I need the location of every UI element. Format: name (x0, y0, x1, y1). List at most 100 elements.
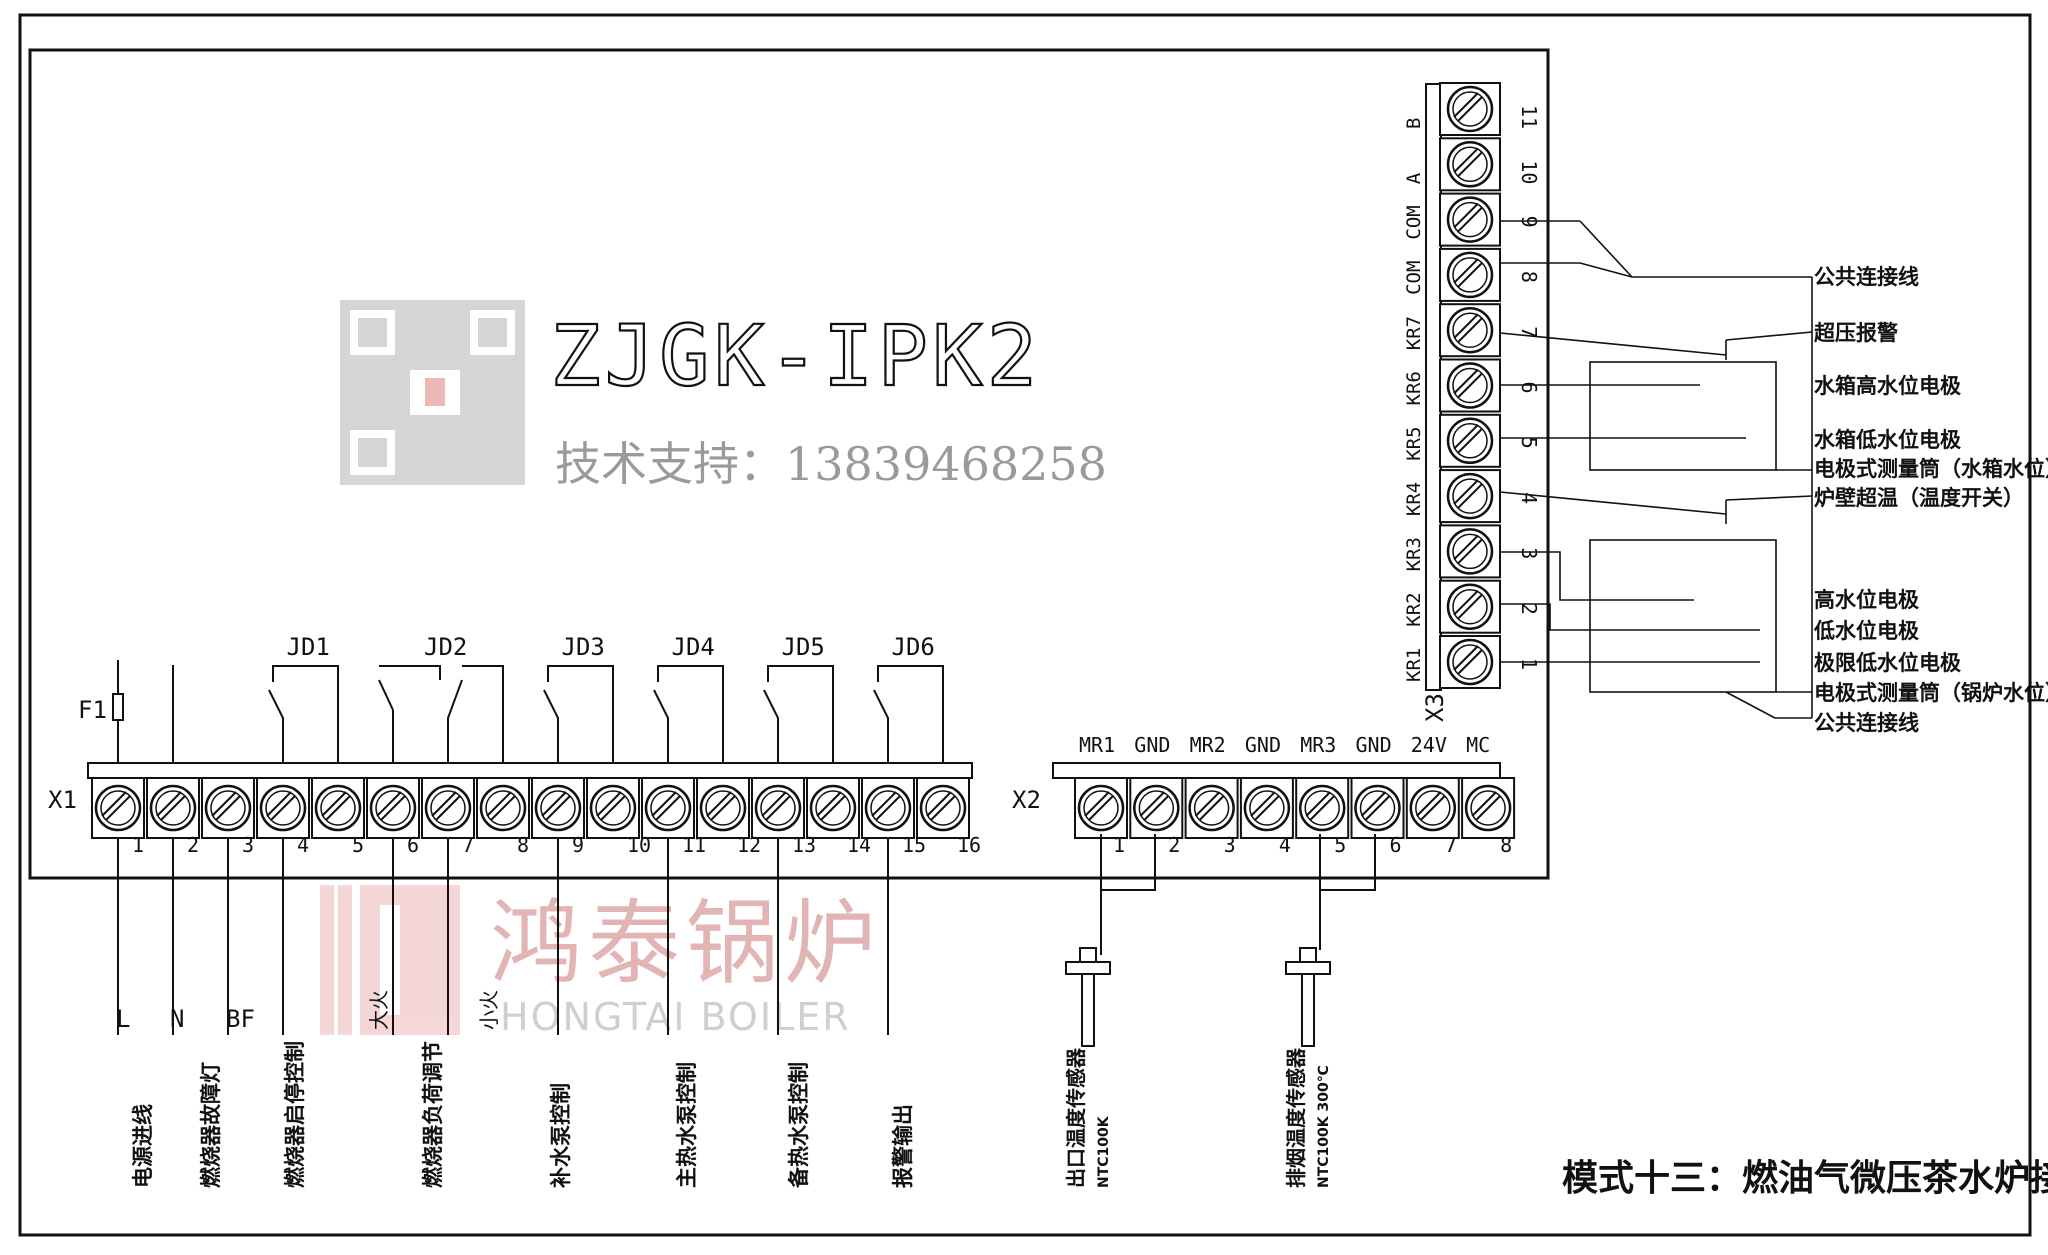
x3-function-label: 公共连接线 (1814, 711, 1919, 735)
x1-function-labels: 电源进线燃烧器故障灯燃烧器启停控制燃烧器负荷调节补水泵控制主热水泵控制备热水泵控… (131, 1041, 915, 1189)
x2-label: X2 (1012, 786, 1041, 814)
x3-terminal-number: 11 (1517, 105, 1541, 129)
diagram-caption: 模式十三：燃油气微压茶水炉接线图 (1562, 1158, 2048, 1199)
x2-terminal-number: 7 (1445, 833, 1457, 857)
x3-terminal-label: A (1403, 172, 1425, 184)
wire-mark-n: N (170, 1005, 184, 1033)
x1-function-label: 备热水泵控制 (787, 1062, 811, 1189)
x1-function-label: 燃烧器负荷调节 (421, 1041, 445, 1188)
x3-terminal (1438, 81, 1502, 137)
x1-terminal-number: 7 (462, 833, 474, 857)
relay-label: JD6 (892, 633, 935, 661)
x1-terminal (475, 776, 531, 840)
wire-mark-l: L (116, 1005, 130, 1033)
x2-terminal-header: GND (1134, 733, 1170, 757)
x1-label: X1 (48, 786, 77, 814)
x1-terminal-number: 11 (682, 833, 706, 857)
sensor-1-name: 出口温度传感器 (1064, 1047, 1088, 1188)
x1-terminal (365, 776, 421, 840)
x1-terminal (310, 776, 366, 840)
x1-function-label: 主热水泵控制 (675, 1062, 699, 1188)
x3-terminal (1438, 192, 1502, 247)
x3-function-label: 水箱高水位电极 (1814, 374, 1962, 398)
x1-terminal-number: 2 (187, 833, 199, 857)
x3-terminal (1438, 468, 1502, 524)
x3-terminal-number: 5 (1517, 437, 1541, 449)
x3-terminal-label: KR7 (1403, 316, 1425, 350)
x1-terminal-number: 6 (407, 833, 419, 857)
x2-terminal-number: 5 (1334, 833, 1346, 857)
x3-function-label: 高水位电极 (1814, 588, 1920, 612)
relay-label: JD4 (672, 633, 715, 661)
x2-terminal-header: MR3 (1300, 733, 1336, 757)
x1-terminal-number: 4 (297, 833, 309, 857)
x3-terminal (1438, 634, 1502, 690)
x3-function-label: 电极式测量筒（锅炉水位） (1814, 681, 2048, 705)
x3-function-label: 公共连接线 (1814, 265, 1919, 289)
wire-mark-big-fire: 大火 (367, 990, 391, 1030)
x1-terminal (860, 776, 916, 840)
x1-terminal (255, 776, 311, 840)
x1-terminal-number: 15 (902, 833, 926, 857)
x1-function-label: 补水泵控制 (549, 1083, 573, 1189)
x3-terminal-label: COM (1403, 261, 1425, 295)
outlet-temp-sensor (1065, 834, 1156, 1047)
fuse-label: F1 (78, 696, 107, 724)
x3-terminal-label: B (1403, 118, 1425, 129)
x3-terminal-label: KR4 (1403, 482, 1425, 516)
x1-terminal (530, 776, 586, 840)
x2-terminal-header: MC (1466, 733, 1490, 757)
x2-terminal-number: 2 (1168, 833, 1180, 857)
wire-mark-small-fire: 小火 (477, 990, 501, 1030)
x3-function-label: 极限低水位电极 (1814, 651, 1962, 675)
x3-terminal (1438, 302, 1502, 358)
model-title: ZJGK-IPK2 (550, 307, 1041, 405)
x1-terminal (640, 776, 696, 840)
x1-terminal-number: 5 (352, 833, 364, 857)
x2-terminal-header: MR2 (1190, 733, 1226, 757)
relay-label: JD2 (424, 633, 467, 661)
x1-terminal-number: 1 (132, 833, 144, 857)
x1-terminal (145, 776, 201, 840)
x3-terminal-number: 8 (1517, 271, 1541, 283)
x1-terminal (695, 776, 751, 840)
x2-terminal-number: 6 (1390, 833, 1402, 857)
x3-terminal-number: 1 (1517, 658, 1541, 670)
outer-frame (18, 13, 2032, 1237)
controller-board (28, 48, 1550, 880)
x2-terminal-number: 3 (1224, 833, 1236, 857)
x2-terminal (1073, 776, 1129, 840)
relay-label: JD3 (562, 633, 605, 661)
x3-terminal-number: 2 (1517, 603, 1541, 615)
x1-terminal-number: 8 (517, 833, 529, 857)
x1-terminal (420, 776, 476, 840)
x2-terminal-header: GND (1245, 733, 1281, 757)
watermark-text-cn: 鸿泰锅炉 (490, 890, 882, 997)
x2-terminal (1129, 776, 1184, 840)
fuse-symbol (112, 693, 124, 721)
x3-wiring (1499, 220, 1813, 719)
x1-terminal (90, 776, 146, 840)
x1-terminal-number: 14 (847, 833, 871, 857)
x1-terminal-number: 9 (572, 833, 584, 857)
qr-code-logo (340, 300, 525, 485)
x2-terminal (1405, 776, 1461, 840)
x1-terminal (915, 776, 971, 840)
x1-terminal-number: 12 (737, 833, 761, 857)
x2-terminal-header: 24V (1411, 733, 1447, 757)
x3-terminal-number: 6 (1517, 382, 1541, 394)
x1-terminal-number: 16 (957, 833, 981, 857)
x2-terminal (1460, 776, 1516, 840)
x3-terminal (1438, 413, 1502, 469)
x3-function-label: 低水位电极 (1813, 619, 1920, 643)
x3-terminal-label: KR3 (1403, 537, 1425, 571)
x3-terminal-label: KR1 (1403, 648, 1425, 682)
x2-terminal (1239, 776, 1295, 840)
x3-terminal (1438, 247, 1502, 303)
watermark-text-en: HONGTAI BOILER (500, 995, 851, 1039)
x3-terminal-number: 3 (1517, 547, 1541, 559)
sensor-2-spec: NTC100K 300℃ (1316, 1065, 1332, 1188)
